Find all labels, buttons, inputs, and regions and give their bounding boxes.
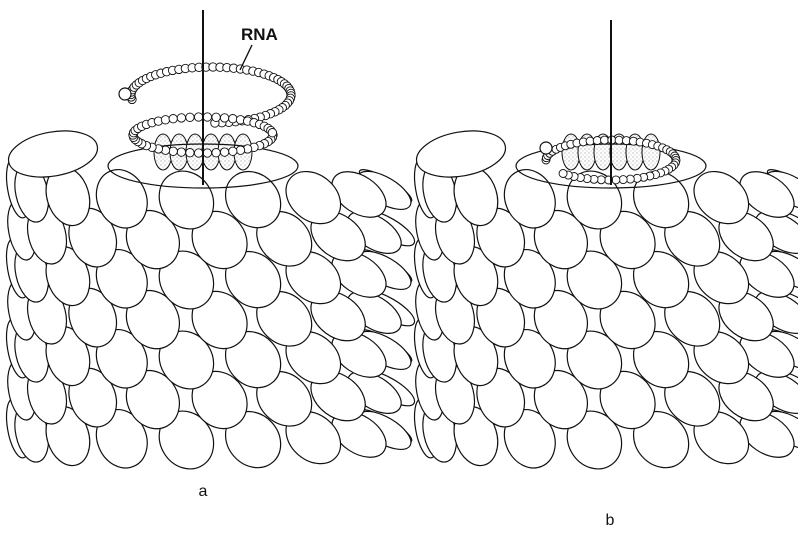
panel-label-a: a (199, 483, 208, 500)
rna-nucleotide (559, 170, 567, 178)
rna-nucleotide (177, 148, 185, 156)
panel-label-b: b (606, 512, 615, 529)
rna-free-end (119, 88, 131, 100)
rna-nucleotide (615, 136, 623, 144)
rna-nucleotide (169, 147, 177, 155)
rna-nucleotide (229, 147, 237, 155)
rna-nucleotide (203, 149, 211, 157)
rna-nucleotide (186, 113, 194, 121)
rna-nucleotide (161, 116, 169, 124)
rna-nucleotide (612, 176, 620, 184)
rna-nucleotide (212, 149, 220, 157)
rna-nucleotide (194, 113, 202, 121)
panel-a-growing-helix: RNA a (3, 10, 420, 500)
rna-nucleotide (268, 129, 276, 137)
rna-nucleotide (236, 146, 244, 154)
rna-nucleotide (177, 114, 185, 122)
rna-nucleotide (220, 148, 228, 156)
protein-disk-stack (411, 154, 798, 480)
rna-nucleotide (593, 137, 601, 145)
rna-nucleotide (601, 136, 609, 144)
rna-free-end (540, 142, 552, 154)
rna-nucleotide (619, 176, 627, 184)
rna-nucleotide (169, 115, 177, 123)
rna-nucleotide (229, 115, 237, 123)
rna-label: RNA (241, 25, 278, 44)
panel-b-completed-helix: b (411, 20, 798, 529)
rna-nucleotide (186, 149, 194, 157)
rna-nucleotide (212, 113, 220, 121)
protein-disk-stack (3, 154, 420, 480)
rna-nucleotide (203, 113, 211, 121)
rna-nucleotide (194, 149, 202, 157)
rna-nucleotide (220, 114, 228, 122)
